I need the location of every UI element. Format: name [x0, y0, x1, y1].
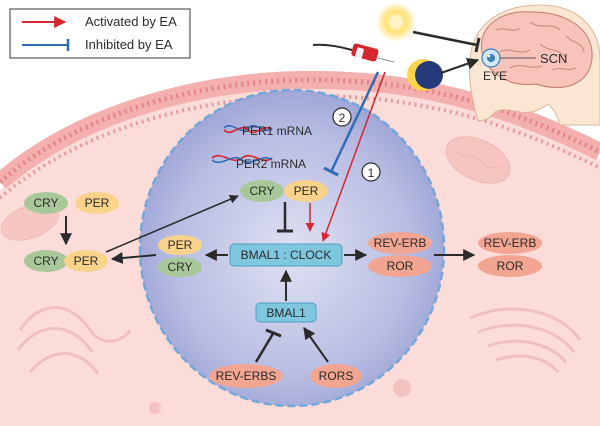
per1-mrna-label: PER1 mRNA [242, 124, 312, 138]
svg-text:REV-ERB: REV-ERB [374, 236, 427, 250]
light-to-brain-inhibit [412, 30, 478, 47]
svg-text:PER: PER [85, 196, 110, 210]
per-pill [284, 180, 328, 202]
svg-text:RORS: RORS [319, 369, 354, 383]
svg-text:CRY: CRY [33, 196, 58, 210]
cry-per-complex-nucleus: CRY PER [240, 180, 328, 202]
rev-erbs-pill: REV-ERBS [209, 364, 283, 388]
sun-icon [376, 2, 416, 42]
acupuncture-needle-icon [312, 43, 395, 63]
brain-icon [480, 11, 593, 89]
legend: Activated by EA Inhibited by EA [9, 8, 191, 59]
complex-to-nucleus-arrow [105, 195, 239, 253]
moon-icon [407, 59, 443, 91]
svg-text:ROR: ROR [387, 259, 414, 273]
pathway-1-marker [361, 162, 381, 182]
rors-activate-bmal1 [303, 327, 329, 363]
per-cry-stack: PER CRY [158, 235, 202, 277]
pathway-1-label: 1 [368, 166, 375, 180]
svg-text:PER: PER [294, 184, 319, 198]
cell-membrane [0, 70, 600, 189]
pathway-2-label: 2 [339, 111, 346, 125]
svg-text:REV-ERBS: REV-ERBS [216, 369, 277, 383]
golgi-right [469, 307, 582, 374]
ea-inhibit-line-2 [329, 71, 380, 173]
eye-label: EYE [483, 69, 507, 83]
cry-per-cytoplasm-top: CRY PER [24, 192, 119, 214]
bmal1-box [255, 302, 317, 323]
per2-mrna-strand-icon [211, 154, 273, 164]
vesicle [393, 379, 411, 397]
svg-text:CRY: CRY [167, 260, 192, 274]
svg-text:REV-ERB: REV-ERB [484, 236, 537, 250]
er-left [16, 306, 132, 375]
per2-mrna-label: PER2 mRNA [236, 157, 306, 171]
rors-pill: RORS [310, 364, 362, 388]
cry-pill [240, 180, 284, 202]
bmal1-label: BMAL1 [266, 306, 306, 320]
svg-text:CRY: CRY [249, 184, 274, 198]
ea-activate-line-1 [321, 71, 386, 242]
legend-activated-label: Activated by EA [85, 14, 177, 29]
per1-mrna-strand-icon [223, 124, 273, 134]
eye-icon [481, 48, 501, 68]
rev-erb-ror-cytoplasm: REV-ERB ROR [478, 232, 542, 277]
rev-erbs-inhibit-bmal1 [254, 331, 276, 363]
dark-to-brain-arrow [440, 57, 480, 74]
svg-text:PER: PER [168, 238, 193, 252]
pathway-2-marker [332, 107, 352, 127]
svg-text:PER: PER [74, 254, 99, 268]
mitochondrion-right [445, 136, 511, 184]
svg-text:ROR: ROR [497, 259, 524, 273]
vesicle [149, 402, 161, 414]
rev-erb-ror-nucleus: REV-ERB ROR [368, 232, 432, 277]
scn-label: SCN [540, 51, 567, 66]
bmal1-clock-label: BMAL1 : CLOCK [241, 248, 332, 262]
bmal1-clock-box [229, 243, 343, 267]
legend-inhibited-label: Inhibited by EA [85, 37, 173, 52]
svg-text:CRY: CRY [33, 254, 58, 268]
cry-per-complex-cytoplasm: CRY PER [24, 250, 108, 272]
per-cry-to-cytoplasm-arrow [110, 252, 157, 264]
